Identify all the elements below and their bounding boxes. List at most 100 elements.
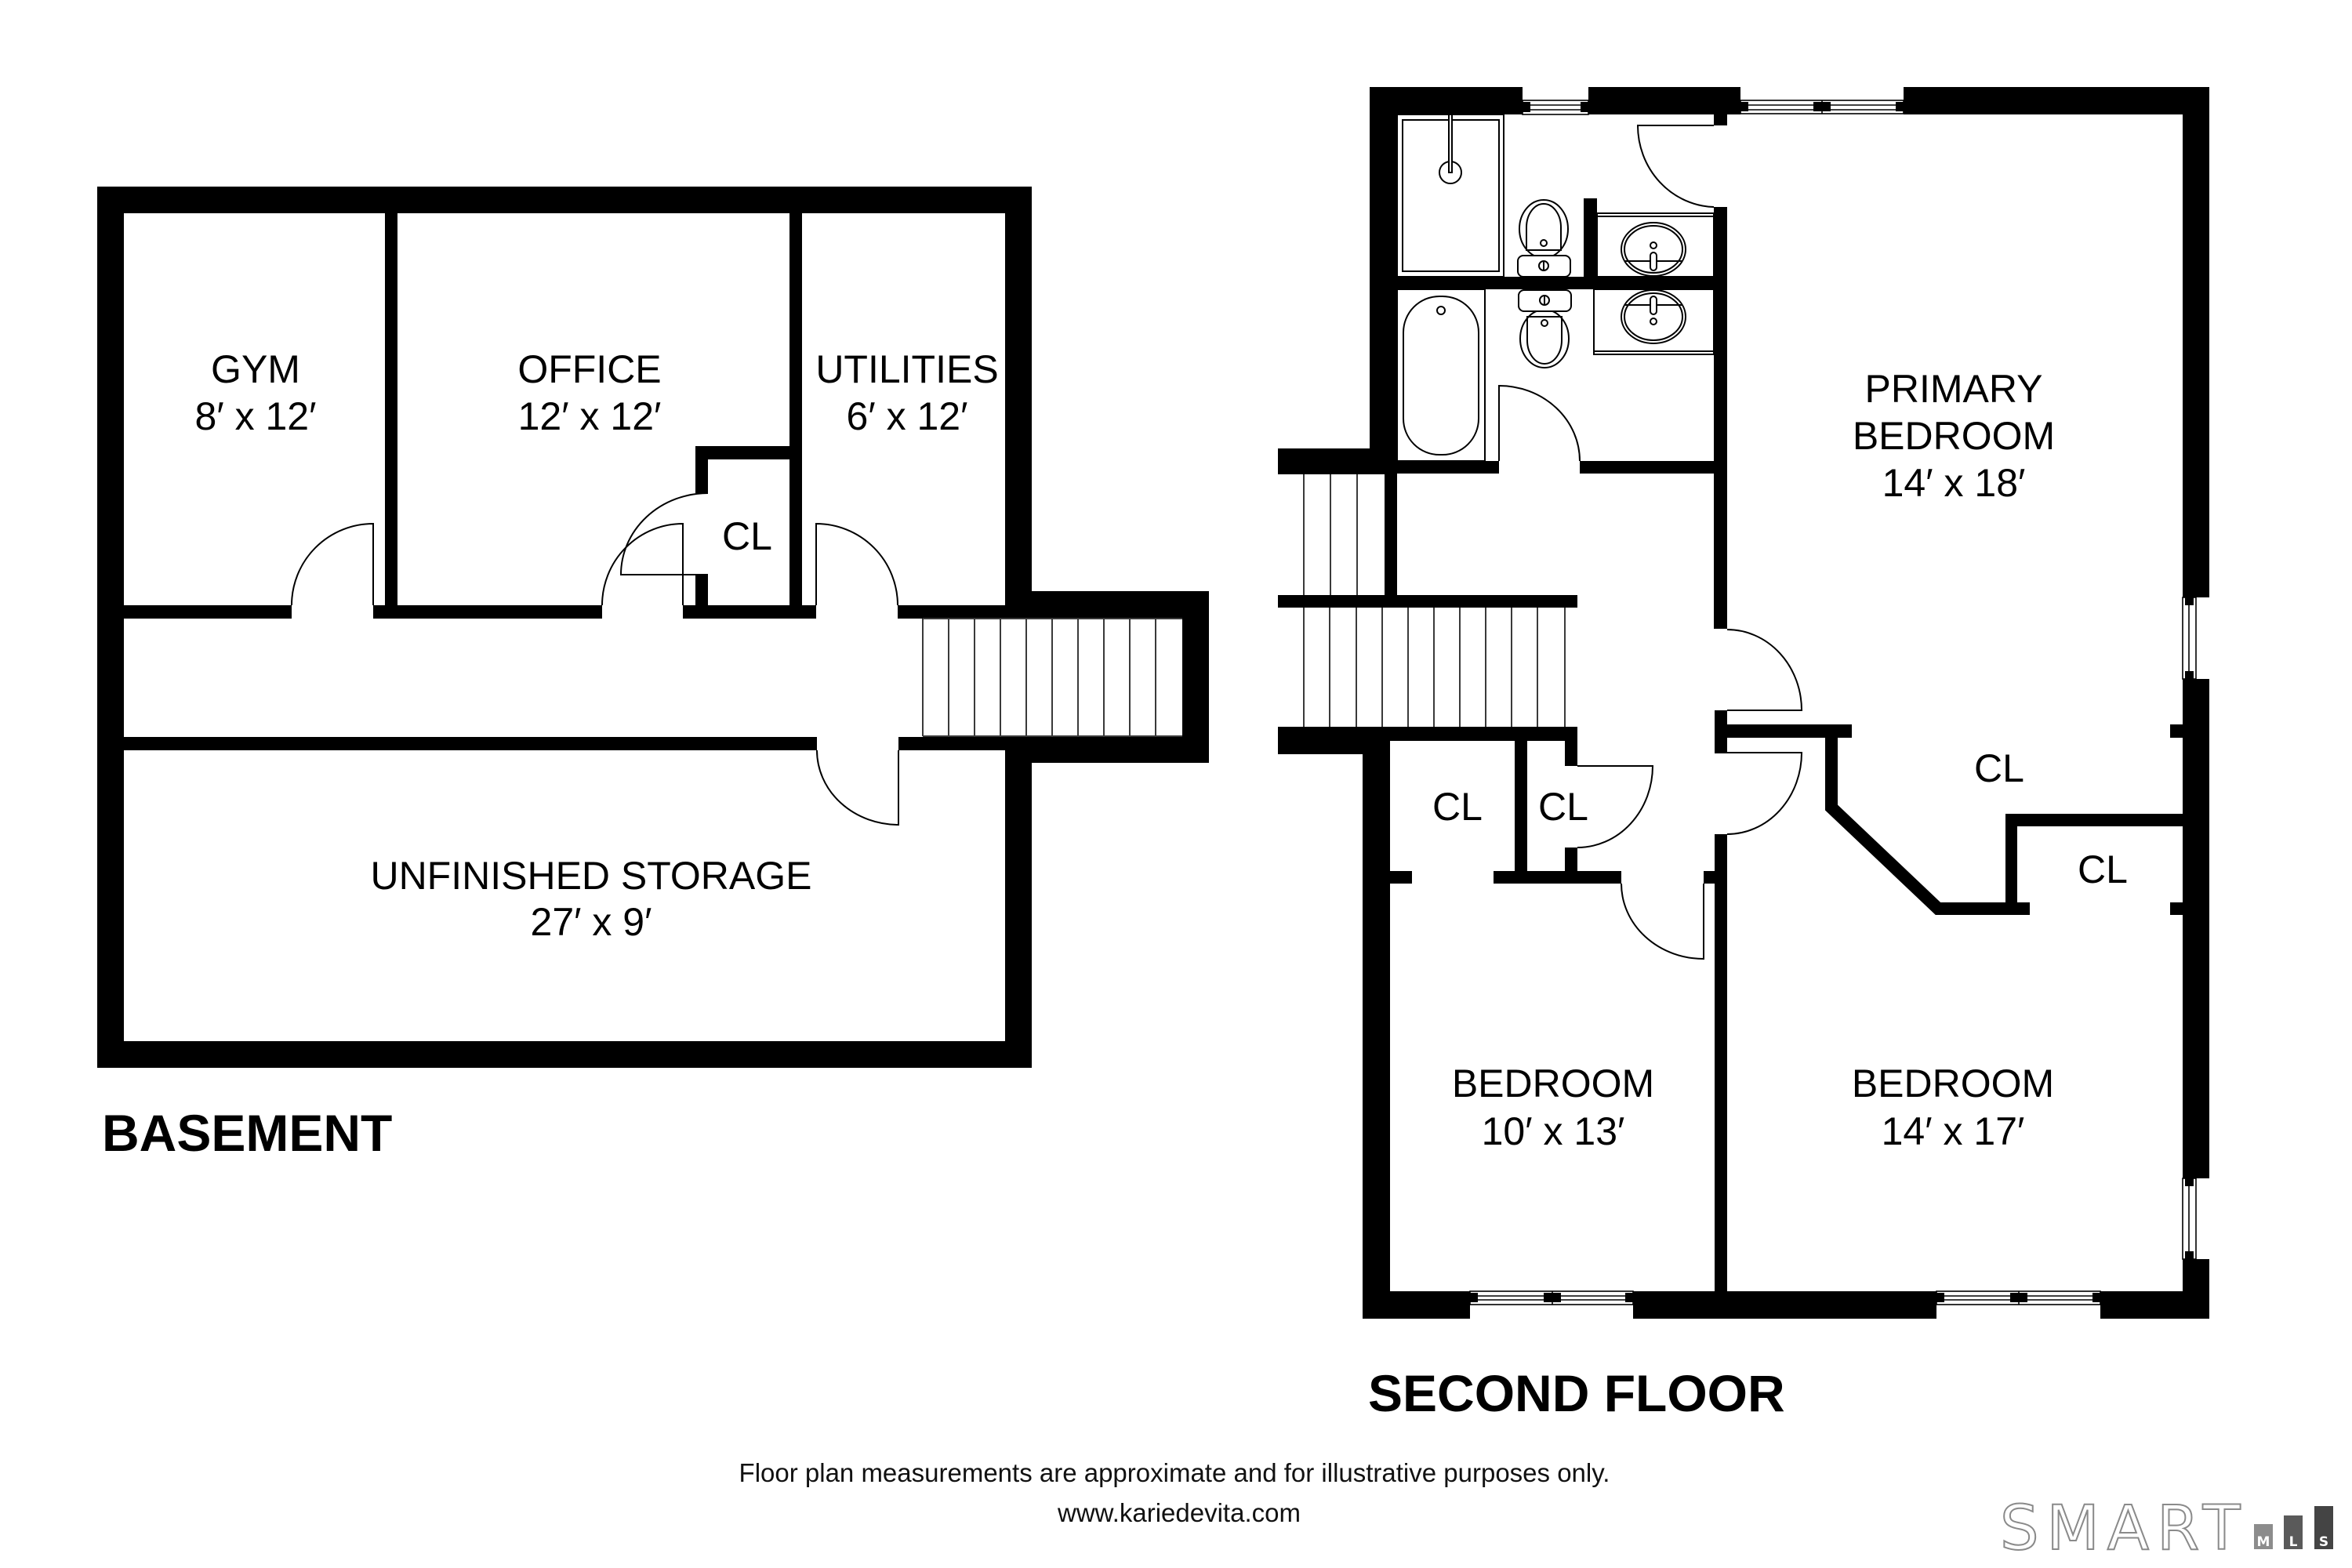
logo-wordmark: SMART — [2000, 1494, 2248, 1564]
wall — [898, 605, 1005, 619]
wall — [1904, 87, 2209, 114]
logo-letter-l: L — [2289, 1534, 2298, 1550]
bathtub-icon — [1396, 289, 1486, 462]
logo-bar-m — [2254, 1524, 2273, 1549]
wall — [1515, 741, 1527, 871]
second-floor-stairs — [1303, 474, 1566, 727]
wall — [2183, 679, 2209, 1178]
bedroom-3-door — [1726, 752, 1803, 835]
wall — [1825, 738, 2030, 915]
wall — [695, 575, 708, 605]
wall — [2005, 814, 2017, 909]
room-name-bedroom-3: BEDROOM — [1852, 1062, 2054, 1105]
basement-plan: GYM 8′ x 12′ OFFICE 12′ x 12′ UTILITIES … — [97, 187, 1209, 1162]
gym-door — [291, 522, 374, 606]
wall — [1397, 277, 1714, 289]
shower-icon — [1396, 114, 1504, 278]
wall — [1588, 87, 1740, 114]
wall — [1494, 871, 1621, 884]
basement-labels: GYM 8′ x 12′ OFFICE 12′ x 12′ UTILITIES … — [195, 347, 999, 944]
wall — [1278, 448, 1397, 474]
wall — [97, 187, 1032, 213]
window — [2182, 597, 2197, 680]
wall — [695, 446, 708, 493]
room-dims-primary: 14′ x 18′ — [1882, 461, 2026, 505]
logo-bar-s — [2314, 1506, 2333, 1549]
wall — [1714, 207, 1727, 629]
wall — [683, 605, 816, 619]
window — [1469, 1290, 1634, 1305]
wall — [1005, 187, 1032, 591]
closet-b-door — [1577, 765, 1654, 848]
window — [1740, 100, 1904, 114]
wall — [1278, 727, 1363, 754]
wall — [1580, 461, 1714, 474]
wall — [1584, 198, 1597, 277]
hall-bath-door — [1498, 384, 1581, 462]
wall — [1278, 595, 1577, 608]
logo-letter-s: S — [2319, 1534, 2328, 1550]
wall — [1005, 763, 1032, 1068]
logo-letter-m: M — [2257, 1534, 2270, 1550]
room-name-bedroom3-closet: CL — [2078, 848, 2128, 891]
wall — [1715, 710, 1727, 753]
room-dims-gym: 8′ x 12′ — [195, 394, 317, 438]
window — [1936, 1290, 2101, 1305]
second-floor-walls — [1278, 87, 2209, 1319]
room-name-storage: UNFINISHED STORAGE — [370, 854, 811, 898]
primary-bedroom-door — [1726, 629, 1803, 711]
wall — [1182, 591, 1209, 763]
storage-door — [816, 750, 899, 826]
room-name-gym: GYM — [211, 347, 300, 391]
room-dims-office: 12′ x 12′ — [518, 394, 662, 438]
room-name-closet-b: CL — [1538, 785, 1588, 829]
window — [2182, 1178, 2197, 1260]
bedroom-2-door — [1621, 883, 1704, 960]
room-name-primary-line1: PRIMARY — [1865, 367, 2043, 411]
wall — [2170, 902, 2183, 915]
room-name-closet: CL — [722, 514, 772, 558]
wall — [2005, 814, 2183, 826]
office-door — [601, 522, 684, 606]
window — [1522, 100, 1589, 115]
room-name-bedroom-2: BEDROOM — [1452, 1062, 1654, 1105]
bath-to-primary-door — [1636, 125, 1715, 208]
wall — [1633, 1291, 1936, 1319]
basement-walls — [97, 187, 1209, 1068]
basement-stairs — [922, 618, 1182, 737]
sink-icon — [1596, 212, 1715, 278]
second-floor-labels: PRIMARY BEDROOM 14′ x 18′ CL CL CL CL BE… — [1432, 367, 2128, 1153]
basement-doors — [291, 492, 899, 826]
smart-mls-logo: SMART M L S — [1999, 1493, 2333, 1565]
wall — [1715, 834, 1727, 1292]
room-dims-bedroom-2: 10′ x 13′ — [1482, 1109, 1625, 1153]
room-name-primary-closet: CL — [1974, 746, 2024, 790]
wall — [1363, 727, 1390, 1319]
wall — [2100, 1291, 2209, 1319]
wall — [97, 187, 124, 1068]
sink-icon — [1593, 289, 1715, 355]
website-link[interactable]: www.kariedevita.com — [1057, 1498, 1301, 1527]
wall — [124, 737, 817, 750]
basement-title: BASEMENT — [102, 1104, 392, 1162]
second-floor-doors — [1498, 125, 1803, 960]
room-name-office: OFFICE — [517, 347, 661, 391]
wall — [1565, 848, 1577, 871]
disclaimer-text: Floor plan measurements are approximate … — [739, 1458, 1610, 1487]
room-dims-storage: 27′ x 9′ — [531, 900, 652, 944]
wall — [1727, 724, 1852, 738]
room-dims-utilities: 6′ x 12′ — [847, 394, 968, 438]
second-floor-windows — [1469, 100, 2197, 1305]
wall — [373, 605, 602, 619]
footer: Floor plan measurements are approximate … — [739, 1458, 1610, 1527]
wall — [1005, 736, 1209, 763]
wall — [695, 446, 789, 459]
room-name-utilities: UTILITIES — [815, 347, 998, 391]
closet-door — [619, 492, 709, 575]
wall — [789, 213, 802, 605]
second-floor-title: SECOND FLOOR — [1368, 1364, 1785, 1422]
wall — [2183, 87, 2209, 597]
room-name-closet-a: CL — [1432, 785, 1483, 829]
wall — [97, 1041, 1032, 1068]
